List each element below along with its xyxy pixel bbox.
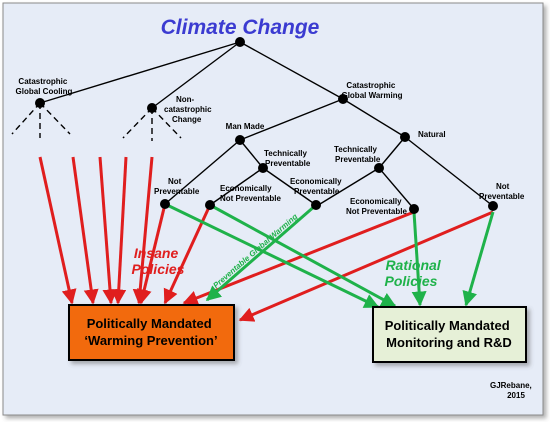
- node-econnot-right: [409, 204, 419, 214]
- node-natural: [400, 132, 410, 142]
- warming-prevention-box: Politically Mandated ‘Warming Prevention…: [68, 304, 235, 361]
- tree-nodes: [35, 37, 498, 214]
- monitoring-box-bg: [372, 306, 527, 363]
- label-notprev-right: Not Preventable: [479, 182, 525, 201]
- edge-techprev-econprev: [262, 167, 317, 206]
- green-arrow-2: [209, 203, 397, 308]
- edge-root-noncat: [151, 41, 241, 109]
- red-arrow-9: [238, 210, 494, 322]
- warming-prevention-box-bg: [68, 304, 235, 361]
- edge-natural-techprev: [378, 136, 406, 169]
- edge-warming-natural: [342, 98, 406, 138]
- edge-manmade-notprev: [164, 139, 241, 205]
- edge-warming-manmade: [239, 98, 344, 141]
- label-noncat: Non- catastrophic Change: [164, 95, 214, 124]
- tree-edges: [39, 41, 494, 210]
- node-notprev-right: [488, 201, 498, 211]
- node-notprev-left: [160, 199, 170, 209]
- node-cooling: [35, 98, 45, 108]
- node-techprev-right: [374, 163, 384, 173]
- label-econnot-left: Economically Not Preventable: [220, 184, 281, 203]
- monitoring-box-text: Politically Mandated Monitoring and R&D: [385, 318, 514, 350]
- warming-prevention-box-text: Politically Mandated ‘Warming Prevention…: [84, 316, 217, 348]
- green-arrow-3: [205, 203, 317, 302]
- node-econprev: [311, 200, 321, 210]
- insane-policies-label: Insane Policies: [132, 245, 185, 277]
- dashed-branches: [11, 102, 182, 141]
- node-root: [235, 37, 245, 47]
- node-noncat: [147, 103, 157, 113]
- label-notprev-left: Not Preventable: [154, 177, 200, 196]
- monitoring-box: Politically Mandated Monitoring and R&D: [372, 306, 527, 363]
- edge-root-cooling: [39, 41, 241, 104]
- label-natural: Natural: [418, 130, 446, 139]
- node-techprev-left: [258, 163, 268, 173]
- red-arrow-6: [136, 203, 167, 305]
- edge-natural-notprev: [404, 136, 494, 207]
- label-cooling: Catastrophic Global Cooling: [16, 77, 73, 96]
- red-arrow-4: [111, 156, 128, 305]
- node-labels: Catastrophic Global Cooling Non- catastr…: [16, 77, 525, 216]
- dash-cooling-3: [39, 102, 71, 135]
- node-warming: [338, 94, 348, 104]
- label-econnot-right: Economically Not Preventable: [346, 197, 407, 216]
- dash-cooling-1: [11, 102, 41, 135]
- author-credit: GJRebane, 2015: [490, 381, 534, 400]
- red-arrow-5: [132, 156, 154, 305]
- green-arrow-4: [411, 211, 427, 307]
- label-warming: Catastrophic Global Warming: [341, 81, 402, 100]
- node-econnot-left: [205, 200, 215, 210]
- green-arrow-5: [462, 211, 495, 307]
- node-manmade: [235, 135, 245, 145]
- dash-noncat-3: [151, 107, 182, 139]
- label-econprev: Economically Preventable: [290, 177, 344, 196]
- label-techprev-right: Technically Preventable: [334, 145, 381, 164]
- label-techprev-left: Technically Preventable: [264, 149, 311, 168]
- edge-manmade-techprev: [239, 139, 264, 169]
- red-arrow-3: [98, 156, 118, 305]
- rational-policies-label: Rational Policies: [385, 257, 445, 289]
- diagram-title: Climate Change: [161, 16, 320, 39]
- green-arrow-1: [164, 202, 380, 309]
- edge-techprev2-econnot: [378, 167, 415, 210]
- red-arrow-2: [71, 156, 99, 305]
- red-arrow-1: [38, 156, 77, 305]
- dash-noncat-1: [122, 107, 153, 139]
- edge-root-warming: [239, 41, 344, 100]
- edge-techprev-econnot: [209, 167, 264, 206]
- green-arrows: [164, 202, 495, 309]
- label-manmade: Man Made: [226, 122, 265, 131]
- edge-techprev2-econprev: [319, 167, 380, 205]
